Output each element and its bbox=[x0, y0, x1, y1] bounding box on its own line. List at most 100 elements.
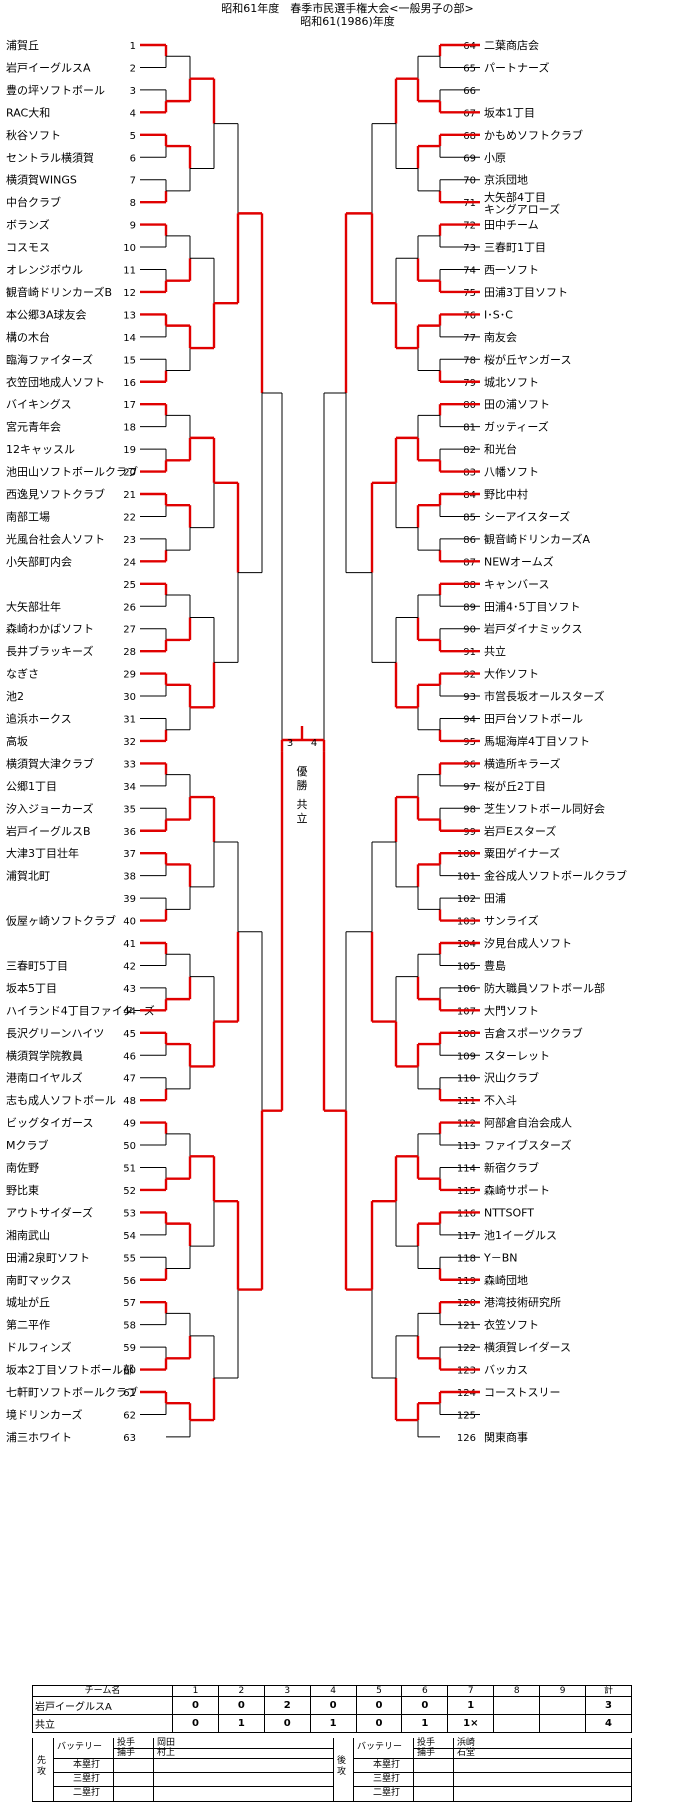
team-name: 岩戸イーグルスB bbox=[6, 824, 91, 838]
team-name: コーストスリー bbox=[484, 1386, 560, 1399]
battery-label: バッテリー bbox=[357, 1742, 403, 1752]
inning-score: 0 bbox=[217, 1696, 265, 1715]
team-name: 共立 bbox=[32, 1714, 173, 1733]
seed-number: 82 bbox=[463, 445, 476, 456]
team-name: 野比中村 bbox=[484, 487, 528, 501]
tournament-title: 昭和61年度 春季市民選手権大会<一般男子の部> bbox=[221, 2, 474, 15]
seed-number: 16 bbox=[123, 378, 136, 389]
team-name: ハイランド4丁目ファイターズ bbox=[6, 1003, 155, 1017]
team-name: 田浦2泉町ソフト bbox=[6, 1250, 90, 1264]
seed-number: 31 bbox=[123, 715, 136, 726]
team-name: かもめソフトクラブ bbox=[484, 128, 583, 142]
seed-number: 14 bbox=[123, 333, 136, 344]
seed-number: 113 bbox=[457, 1141, 476, 1152]
team-name: 秋谷ソフト bbox=[6, 128, 61, 142]
inning-score: 0 bbox=[355, 1696, 403, 1715]
seed-number: 96 bbox=[463, 759, 476, 770]
team-name: NTTSOFT bbox=[484, 1206, 534, 1219]
inning-score: 1 bbox=[447, 1696, 495, 1715]
seed-number: 27 bbox=[123, 625, 136, 636]
seed-number: 26 bbox=[123, 602, 136, 613]
team-name: 光風台社会人ソフト bbox=[6, 532, 105, 546]
seed-number: 59 bbox=[123, 1343, 136, 1354]
team-name: 城北ソフト bbox=[484, 376, 539, 389]
team-name: 新宿クラブ bbox=[484, 1161, 539, 1175]
team-name: 西逸見ソフトクラブ bbox=[6, 487, 105, 501]
seed-number: 114 bbox=[457, 1164, 476, 1175]
seed-number: 65 bbox=[463, 63, 476, 74]
seed-number: 42 bbox=[123, 961, 136, 972]
seed-number: 20 bbox=[123, 468, 136, 479]
seed-number: 85 bbox=[463, 512, 476, 523]
header-inning-7: 7 bbox=[447, 1685, 495, 1697]
header-inning-6: 6 bbox=[401, 1685, 449, 1697]
inning-score: 0 bbox=[401, 1696, 449, 1715]
seed-number: 9 bbox=[130, 221, 136, 232]
team-name: 森崎団地 bbox=[484, 1273, 528, 1287]
final-score-right: 4 bbox=[311, 738, 317, 749]
seed-number: 10 bbox=[123, 243, 136, 254]
team-name: 横須賀学院教員 bbox=[6, 1048, 83, 1062]
team-name: 共立 bbox=[484, 644, 506, 658]
inning-score: 1 bbox=[309, 1714, 357, 1733]
seed-number: 126 bbox=[457, 1433, 476, 1444]
seed-number: 95 bbox=[463, 737, 476, 748]
team-name: 吉倉スポーツクラブ bbox=[484, 1026, 583, 1040]
seed-number: 83 bbox=[463, 468, 476, 479]
first-attack-label: 先攻 bbox=[37, 1756, 47, 1777]
seed-number: 119 bbox=[457, 1276, 476, 1287]
seed-number: 18 bbox=[123, 423, 136, 434]
team-name: 馬堀海岸4丁目ソフト bbox=[484, 734, 590, 748]
seed-number: 19 bbox=[123, 445, 136, 456]
team-name: 長沢グリーンハイツ bbox=[6, 1026, 104, 1040]
seed-number: 89 bbox=[463, 602, 476, 613]
team-name: 不入斗 bbox=[484, 1094, 517, 1107]
seed-number: 71 bbox=[463, 198, 476, 209]
seed-number: 124 bbox=[457, 1388, 476, 1399]
battery-label: バッテリー bbox=[57, 1742, 103, 1752]
team-name: 小矢部町内会 bbox=[6, 554, 72, 568]
seed-number: 22 bbox=[123, 512, 136, 523]
team-name: 横須賀大津クラブ bbox=[6, 756, 94, 770]
header-inning-9: 9 bbox=[539, 1685, 587, 1697]
seed-number: 78 bbox=[463, 355, 476, 366]
team-name: 横須賀WINGS bbox=[6, 173, 77, 187]
seed-number: 105 bbox=[457, 961, 476, 972]
seed-number: 17 bbox=[123, 400, 136, 411]
seed-number: 121 bbox=[457, 1321, 476, 1332]
first-catcher: 村上 bbox=[157, 1748, 176, 1758]
team-name: 八幡ソフト bbox=[484, 465, 539, 479]
seed-number: 37 bbox=[123, 849, 136, 860]
header-inning-4: 4 bbox=[309, 1685, 357, 1697]
team-name: 三春町5丁目 bbox=[6, 959, 68, 972]
seed-number: 76 bbox=[463, 310, 476, 321]
team-name: 関東商事 bbox=[484, 1430, 528, 1444]
team-name: I･S･C bbox=[484, 308, 513, 321]
team-name: 仮屋ヶ崎ソフトクラブ bbox=[6, 914, 116, 928]
seed-number: 68 bbox=[463, 131, 476, 142]
seed-number: 49 bbox=[123, 1119, 136, 1130]
seed-number: 51 bbox=[123, 1164, 136, 1175]
seed-number: 86 bbox=[463, 535, 476, 546]
home-run-label: 本塁打 bbox=[73, 1760, 101, 1770]
header-team: チーム名 bbox=[32, 1685, 173, 1697]
seed-number: 8 bbox=[130, 198, 136, 209]
team-name: 浦賀北町 bbox=[6, 870, 50, 883]
seed-number: 25 bbox=[123, 580, 136, 591]
seed-number: 99 bbox=[463, 827, 476, 838]
team-name: 小原 bbox=[484, 151, 506, 164]
seed-number: 38 bbox=[123, 872, 136, 883]
seed-number: 30 bbox=[123, 692, 136, 703]
team-name: 第二平作 bbox=[6, 1318, 50, 1332]
seed-number: 101 bbox=[457, 872, 476, 883]
team-name: 中台クラブ bbox=[6, 195, 61, 209]
inning-score bbox=[493, 1714, 541, 1733]
team-name: ビッグタイガース bbox=[6, 1116, 93, 1130]
seed-number: 77 bbox=[463, 333, 476, 344]
seed-number: 117 bbox=[457, 1231, 476, 1242]
team-name: 豊の坪ソフトボール bbox=[6, 84, 105, 97]
seed-number: 91 bbox=[463, 647, 476, 658]
team-name: 本公郷3A球友会 bbox=[6, 307, 87, 321]
team-name: 衣笠ソフト bbox=[484, 1318, 539, 1332]
inning-score: 1 bbox=[401, 1714, 449, 1733]
